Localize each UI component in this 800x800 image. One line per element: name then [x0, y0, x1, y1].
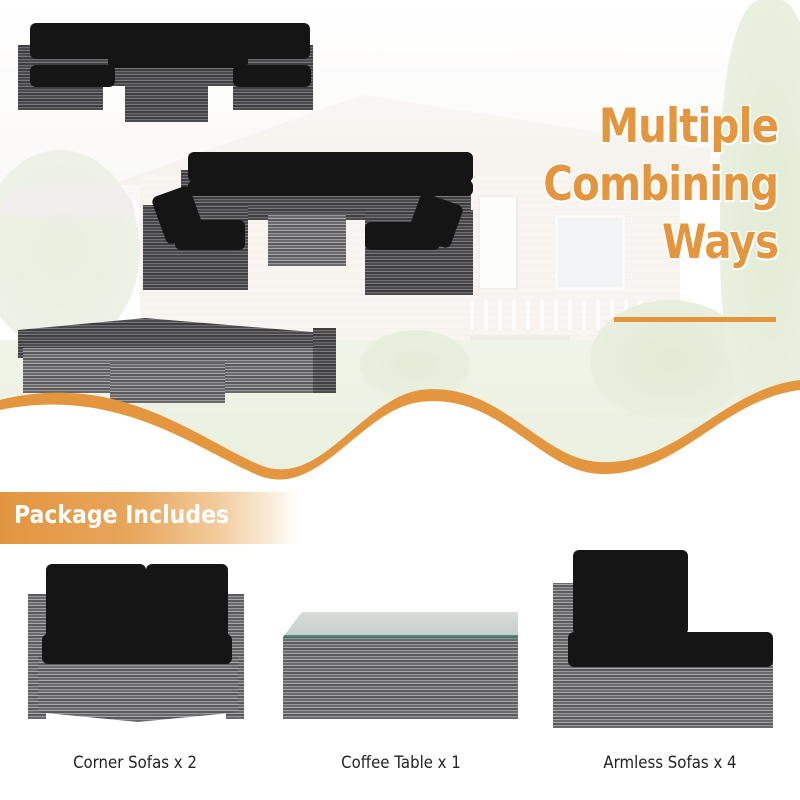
layout-row-with-chairs — [143, 150, 473, 295]
hero-section: Multiple Combining Ways — [0, 0, 800, 490]
back-cushion-left — [46, 564, 146, 642]
armless-sofa-base — [568, 663, 773, 728]
package-includes-title: Package Includes — [14, 500, 230, 529]
item-label-corner-sofas: Corner Sofas x 2 — [73, 753, 197, 773]
headline-line-3: Ways — [661, 215, 779, 270]
cushion — [30, 65, 115, 87]
corner-sofa-base — [38, 657, 238, 722]
cushion — [175, 220, 245, 250]
headline-underline — [614, 317, 776, 322]
item-label-armless-sofas: Armless Sofas x 4 — [603, 753, 737, 773]
house-window — [555, 215, 625, 290]
bush — [360, 330, 470, 400]
coffee-table — [125, 72, 208, 122]
cushion — [108, 52, 248, 68]
l-sectional-arm — [313, 328, 336, 393]
layout-u-shaped — [18, 20, 318, 125]
headline-line-1: Multiple — [598, 99, 779, 154]
layout-l-shaped — [18, 318, 336, 403]
item-coffee-table-image — [283, 612, 518, 722]
cushion — [188, 180, 473, 196]
seat-cushion — [568, 632, 773, 667]
back-cushion — [573, 550, 688, 635]
headline-line-2: Combining — [543, 157, 779, 212]
item-armless-sofa-image — [553, 550, 775, 730]
coffee-table — [268, 213, 346, 266]
coffee-table — [110, 363, 225, 403]
tree-right — [720, 0, 800, 420]
item-corner-sofa-image — [28, 562, 248, 722]
package-includes-banner — [0, 492, 300, 544]
glass-top — [283, 612, 518, 637]
cushion — [233, 65, 311, 87]
headline: Multiple Combining Ways — [505, 98, 779, 272]
orange-wave-divider — [0, 380, 800, 490]
table-base — [283, 637, 518, 719]
cushion — [188, 152, 473, 182]
seat-cushion — [42, 634, 232, 664]
item-label-coffee-table: Coffee Table x 1 — [341, 753, 461, 773]
house-door — [478, 195, 518, 290]
back-cushion-right — [146, 564, 228, 642]
gazebo-canopy — [0, 185, 135, 215]
